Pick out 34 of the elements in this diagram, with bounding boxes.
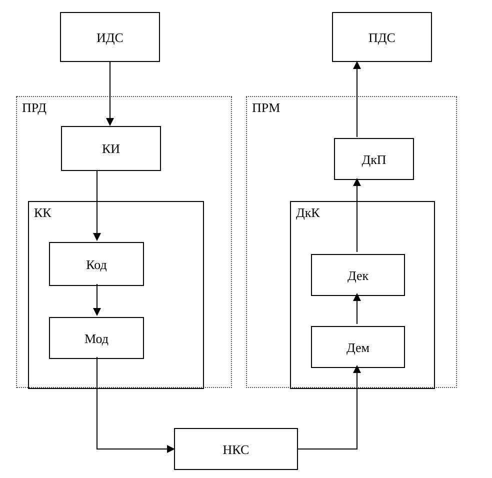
process-box	[60, 12, 160, 62]
process-box	[311, 254, 405, 296]
arrow	[353, 293, 361, 324]
box-label: ПДС	[368, 30, 396, 44]
process-box	[174, 428, 298, 470]
box-label: Дек	[347, 268, 369, 282]
process-box	[61, 126, 161, 171]
group-title: КК	[34, 206, 52, 219]
process-box	[49, 317, 144, 359]
box-label: Дем	[346, 340, 370, 354]
arrow	[353, 178, 361, 252]
box-label: КИ	[102, 142, 120, 155]
box-label: Мод	[84, 332, 108, 344]
process-box	[332, 12, 432, 62]
process-box	[334, 138, 414, 180]
group-frame	[16, 96, 232, 388]
group-title: ДкК	[296, 206, 320, 219]
box-label: ИДС	[96, 30, 124, 44]
arrow	[106, 62, 114, 126]
box-label: ДкП	[362, 152, 386, 166]
process-box	[311, 326, 405, 368]
box-label: Код	[86, 258, 107, 270]
arrow	[96, 356, 175, 453]
group-title: ПРД	[22, 101, 47, 114]
arrow	[93, 170, 101, 241]
group-frame	[28, 201, 204, 389]
group-title: ПРМ	[252, 101, 280, 114]
group-frame	[246, 96, 457, 388]
arrow	[298, 365, 361, 450]
process-box	[49, 242, 144, 286]
group-frame	[290, 201, 435, 389]
arrow	[93, 284, 101, 316]
arrow	[353, 61, 361, 138]
box-label: НКС	[222, 442, 250, 456]
